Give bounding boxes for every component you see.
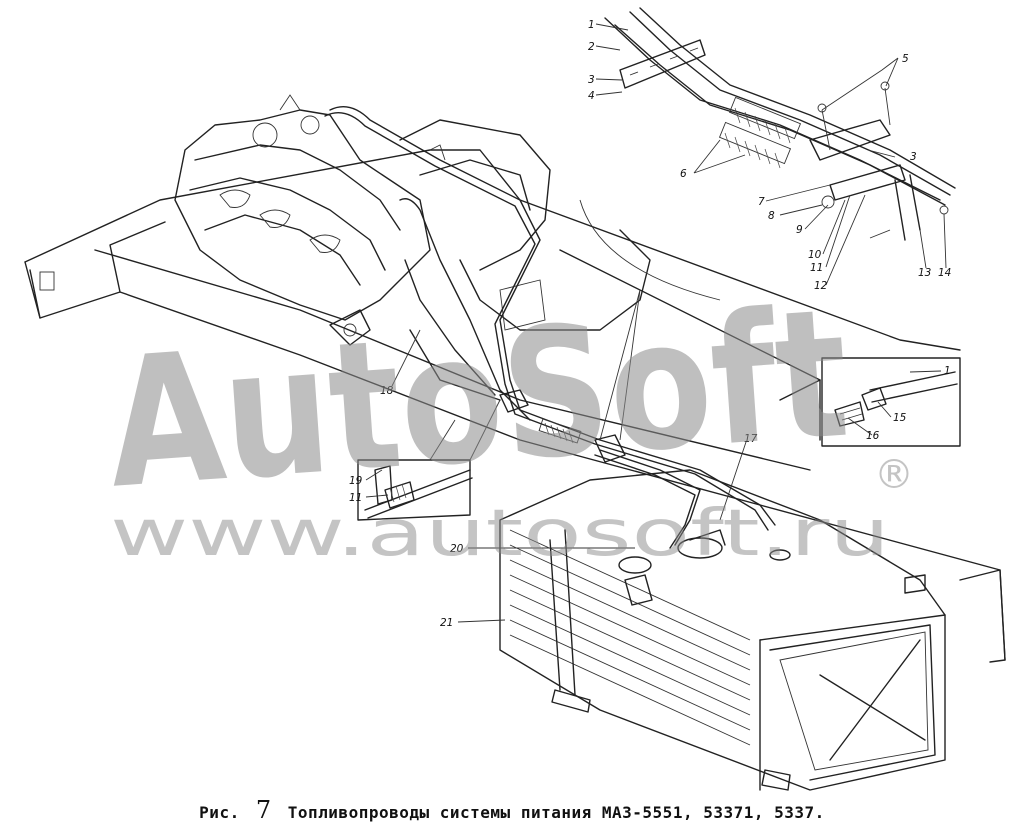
callout-8: 8 xyxy=(768,210,775,222)
gearbox xyxy=(399,119,721,331)
watermark-brand: AutoSoft xyxy=(102,270,855,528)
detail-inset-clamps xyxy=(604,7,956,241)
callout-5: 5 xyxy=(902,53,909,65)
callout-15: 15 xyxy=(893,412,907,424)
fuel-tank xyxy=(499,469,946,791)
watermark: AutoSoft ® www.autosoft.ru xyxy=(102,270,914,571)
callout-7: 7 xyxy=(758,196,765,208)
figure-caption: Рис. 7 Топливопроводы системы питания МА… xyxy=(0,796,1024,824)
callout-1-inset: 1 xyxy=(944,365,951,377)
callout-6: 6 xyxy=(680,168,687,180)
watermark-url: www.autosoft.ru xyxy=(110,497,890,571)
callout-11-inset: 11 xyxy=(349,492,362,504)
callout-14: 14 xyxy=(938,267,951,279)
callout-4: 4 xyxy=(588,90,595,102)
callout-1-top: 1 xyxy=(588,19,595,31)
callout-18: 18 xyxy=(380,385,394,397)
callout-19: 19 xyxy=(349,475,363,487)
callout-13: 13 xyxy=(918,267,931,279)
caption-prefix: Рис. xyxy=(199,803,240,822)
callout-3-top: 3 xyxy=(588,74,595,86)
engine xyxy=(174,94,431,346)
detail-inset-fitting xyxy=(821,357,961,447)
callout-3-right: 3 xyxy=(910,151,917,163)
callout-20: 20 xyxy=(450,543,464,555)
detail-inset-clamp xyxy=(357,459,473,521)
callout-labels: 1 2 3 4 5 3 6 7 8 9 10 11 12 13 14 1 15 … xyxy=(349,19,951,629)
callout-2: 2 xyxy=(588,41,595,53)
callout-17: 17 xyxy=(744,433,758,445)
caption-number: 7 xyxy=(255,796,272,824)
callout-11-top: 11 xyxy=(810,262,823,274)
fuel-lines xyxy=(324,106,776,549)
watermark-registered: ® xyxy=(874,452,914,498)
leader-lines xyxy=(365,23,947,623)
frame-rail xyxy=(24,149,1006,663)
callout-12: 12 xyxy=(814,280,828,292)
callout-9: 9 xyxy=(796,224,803,236)
callout-16: 16 xyxy=(866,430,880,442)
callout-21: 21 xyxy=(440,617,453,629)
callout-10: 10 xyxy=(808,249,822,261)
caption-text: Топливопроводы системы питания МАЗ-5551,… xyxy=(287,803,825,822)
